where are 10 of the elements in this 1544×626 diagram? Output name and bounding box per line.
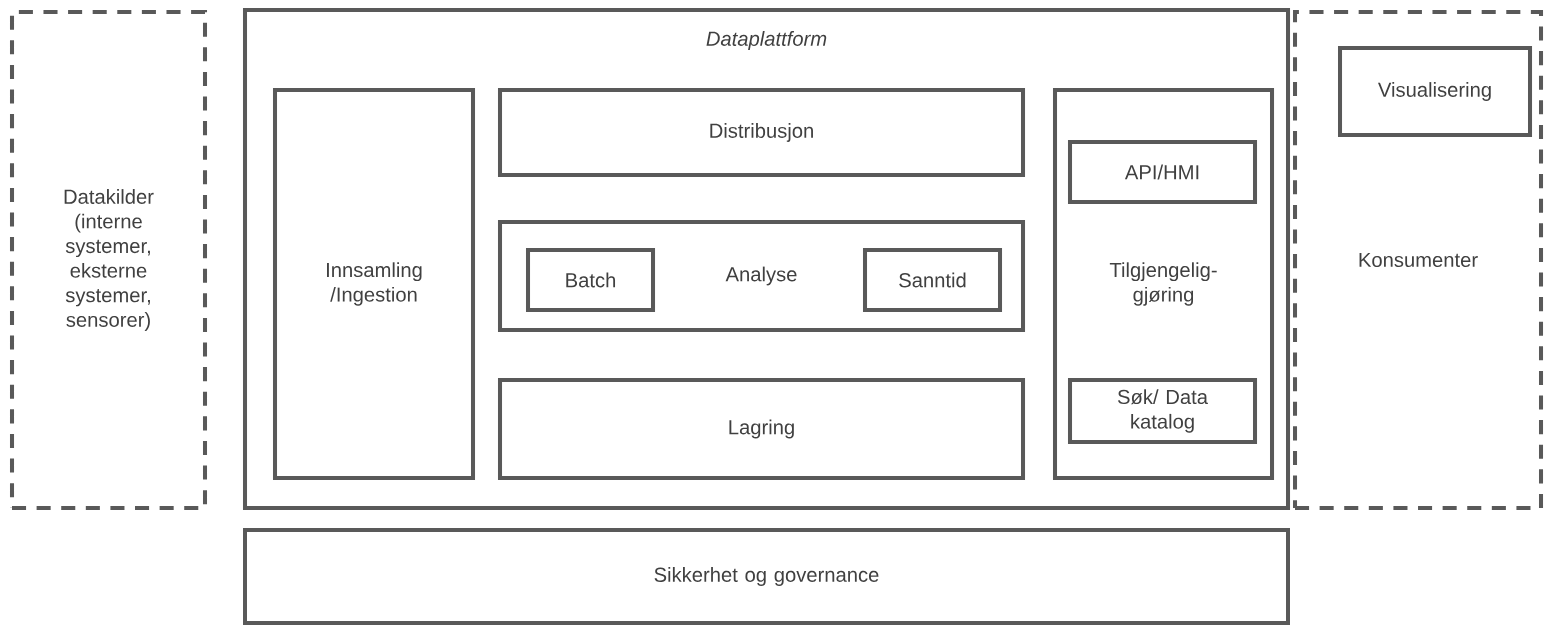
process-box: Lagring [498, 378, 1026, 480]
process-box: Batch [526, 248, 656, 313]
process-box: Visualisering [1338, 46, 1533, 138]
process-box: Sikkerhet og governance [243, 528, 1291, 626]
process-box: Sanntid [863, 248, 1003, 313]
process-box: Innsamling /Ingestion [273, 88, 476, 480]
process-box: Søk/ Data katalog [1068, 378, 1258, 444]
group-box: Datakilder (interne systemer, eksterne systemer, sensorer) [10, 10, 208, 510]
process-box: API/HMI [1068, 140, 1258, 205]
process-box: Distribusjon [498, 88, 1026, 177]
